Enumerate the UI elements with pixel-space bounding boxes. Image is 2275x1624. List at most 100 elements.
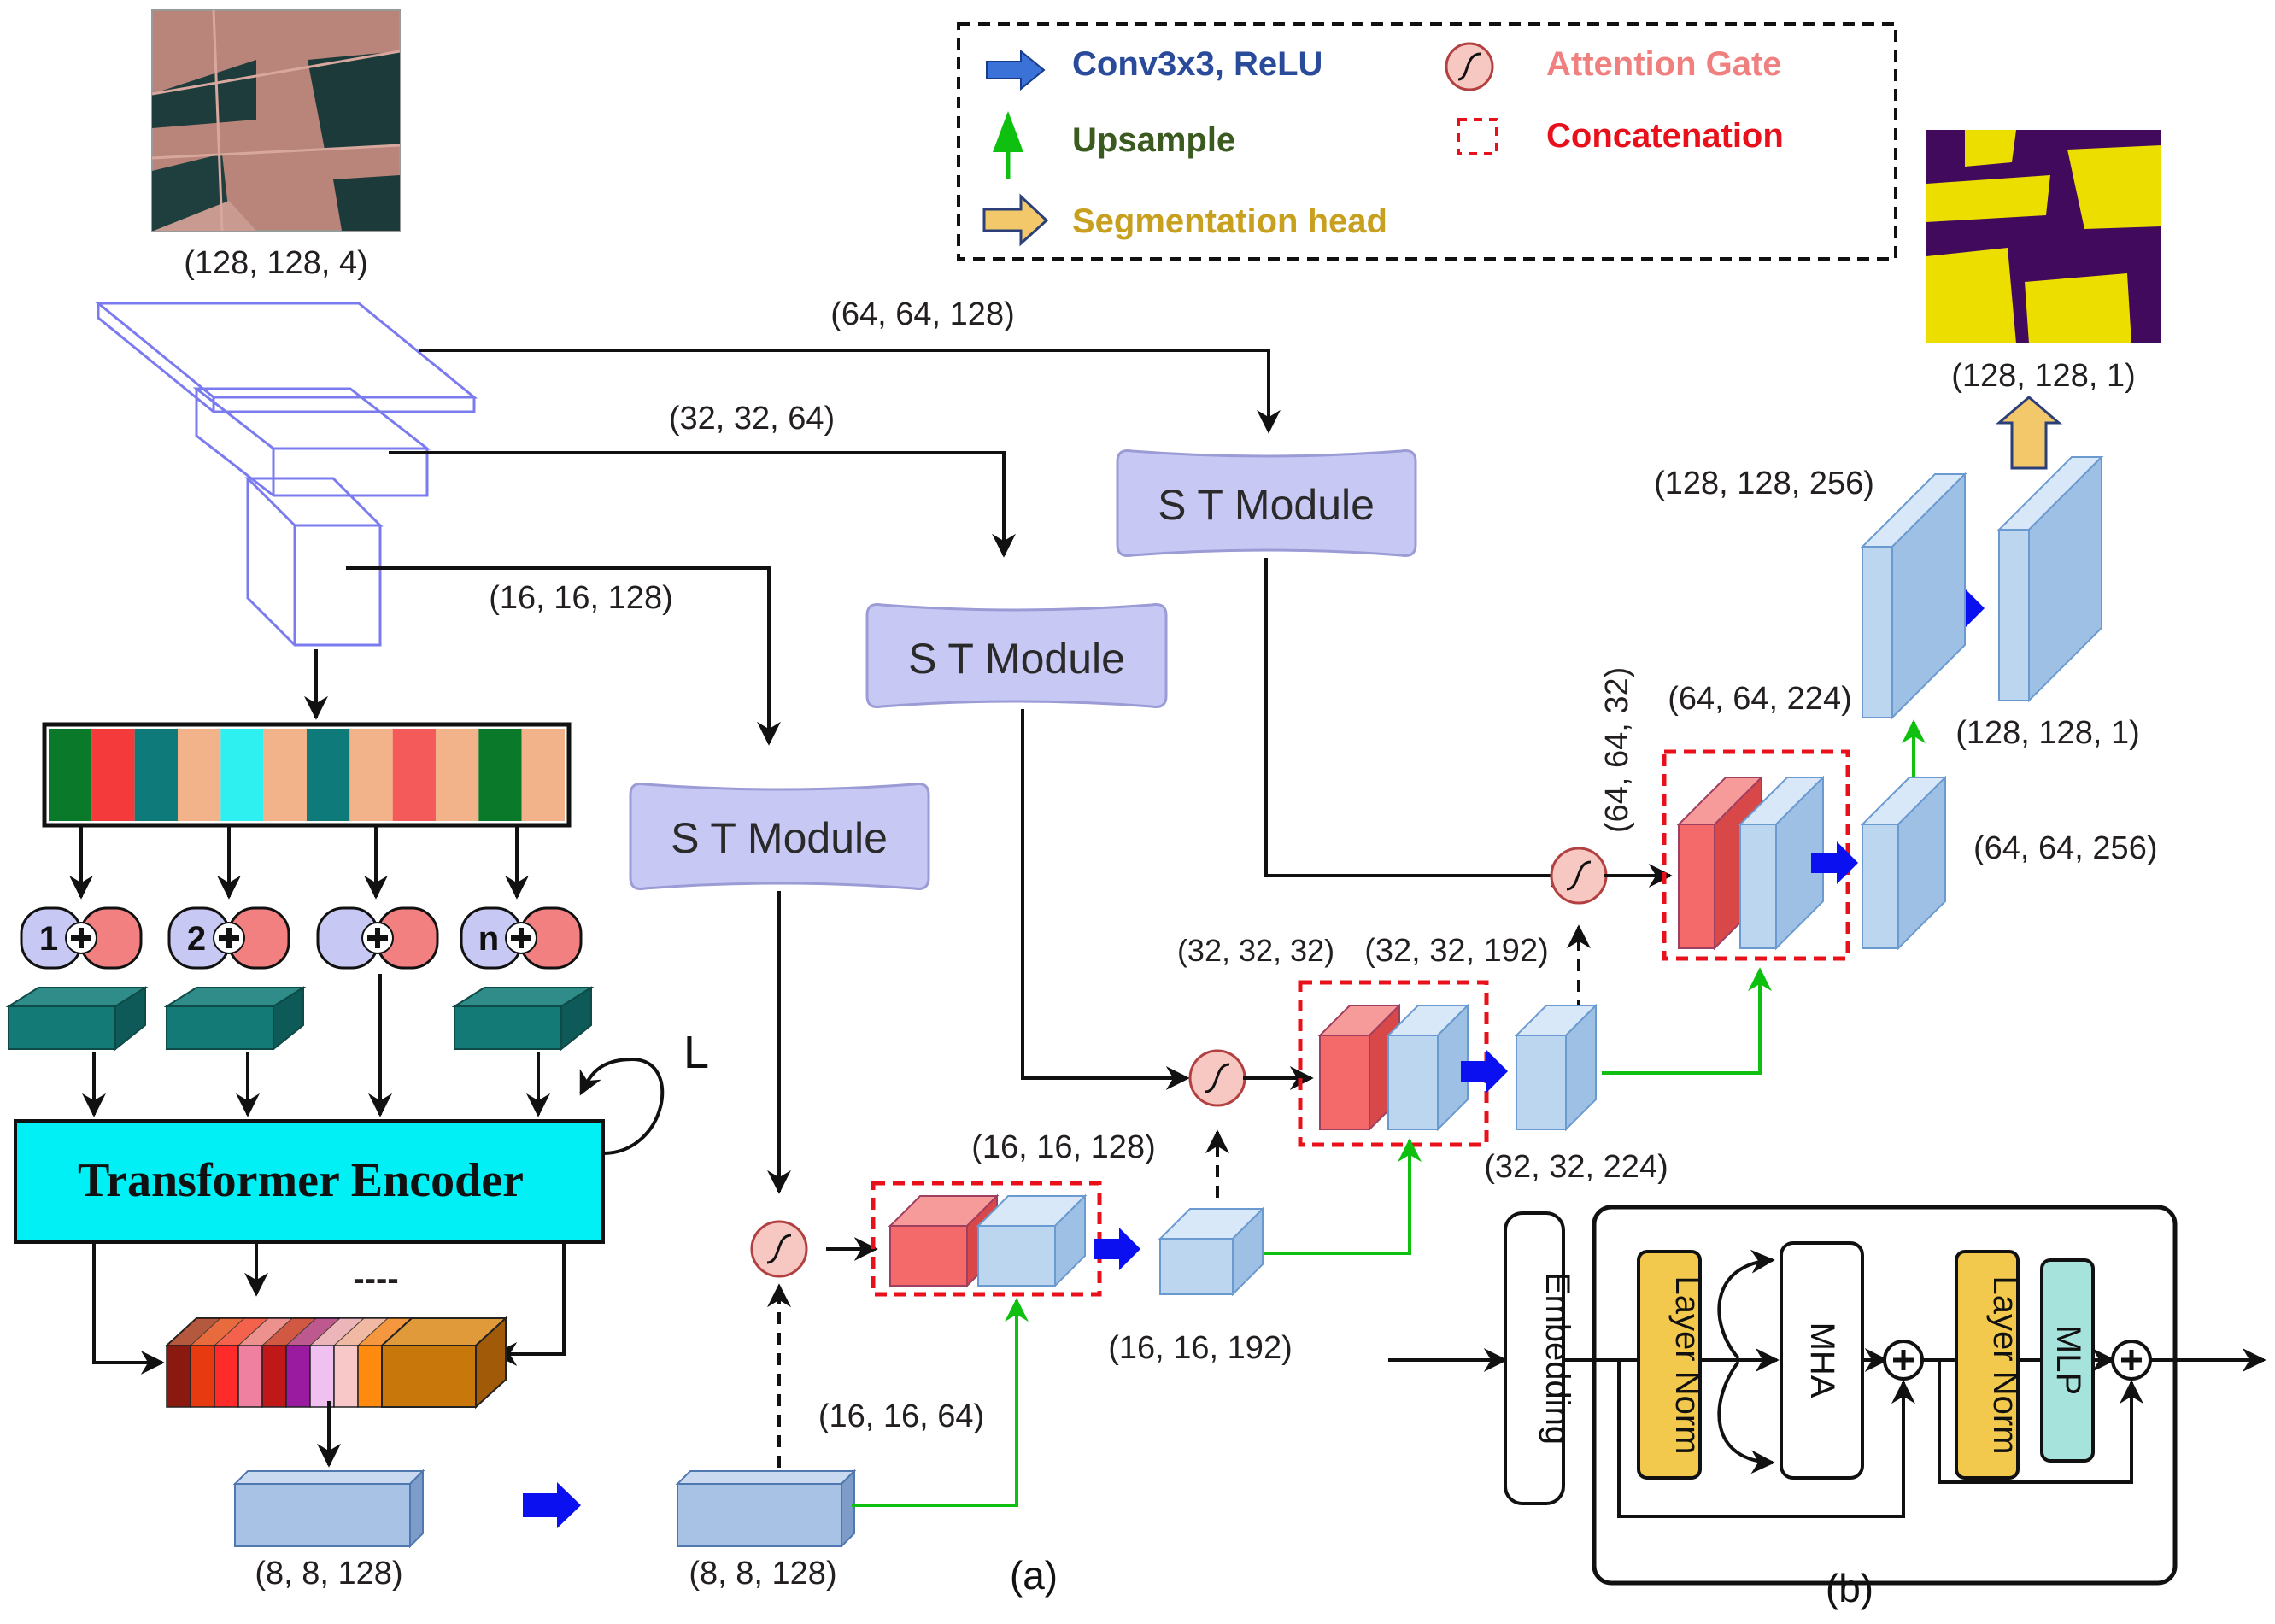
patch-stripe	[91, 729, 135, 821]
decoder-input-block	[675, 1469, 857, 1549]
up-128-label: (128, 128, 256)	[1654, 466, 1874, 501]
repeat-loop-arrow	[579, 1057, 665, 1155]
feature-slice	[166, 1345, 191, 1408]
skip-connections	[346, 349, 1281, 746]
st-module-32: S T Module	[865, 603, 1168, 708]
mha-label: MHA	[1803, 1322, 1841, 1398]
skip-label-64: (64, 64, 128)	[830, 296, 1014, 332]
panel-b-label: (b)	[1826, 1566, 1873, 1610]
transformer-encoder-label: Transformer Encoder	[78, 1154, 524, 1207]
out-16-label: (16, 16, 192)	[1108, 1330, 1292, 1366]
decoder-output-32	[1514, 1003, 1598, 1132]
skip-label-16: (16, 16, 128)	[489, 580, 672, 616]
skip-32-label: (32, 32, 32)	[1177, 933, 1334, 968]
attention-gate-icon	[1550, 847, 1608, 905]
upsampled-feature-cube	[1738, 775, 1826, 951]
seg-head-legend-icon	[982, 193, 1049, 247]
upsample-legend-icon	[993, 111, 1023, 179]
st-module-32-label: S T Module	[908, 635, 1125, 683]
conv-arrow-16	[1094, 1228, 1140, 1270]
feature-slice	[190, 1345, 215, 1408]
attention-gate-legend-icon	[1445, 42, 1494, 91]
patch-stripe	[478, 729, 522, 821]
st-module-16-label: S T Module	[671, 814, 888, 862]
patch-stripe	[436, 729, 479, 821]
final-output-128	[1996, 454, 2104, 703]
st-module-16: S T Module	[629, 783, 930, 890]
final-128-label: (128, 128, 1)	[1955, 715, 2139, 751]
legend-conv-label: Conv3x3, ReLU	[1072, 45, 1322, 83]
patch-stripe	[307, 729, 350, 821]
conv-arrow-64	[1811, 841, 1858, 884]
encoder-wireframe	[94, 302, 478, 647]
legend: Conv3x3, ReLU Upsample Segmentation head…	[957, 22, 1897, 261]
output-shape-label: (128, 128, 1)	[1951, 358, 2135, 394]
bottleneck-shape-label: (8, 8, 128)	[255, 1556, 402, 1592]
attention-gate-icon	[1188, 1049, 1246, 1107]
patch-stripe	[134, 729, 178, 821]
transformer-block-diagram: Embedding Layer Norm MHA Layer Norm MLP	[1388, 1205, 2266, 1586]
patch-embedding-bar	[42, 722, 572, 828]
out-64-label: (64, 64, 256)	[1973, 830, 2157, 866]
feature-slice	[357, 1345, 383, 1408]
conv-arrow-32	[1461, 1050, 1508, 1093]
attention-gate-icon	[750, 1220, 808, 1278]
patch-stripe	[263, 729, 307, 821]
projection-bar	[163, 986, 307, 1052]
token-pair: n	[460, 906, 583, 970]
layer-norm-1-label: Layer Norm	[1668, 1276, 1706, 1455]
token-pair: 2	[167, 906, 290, 970]
attention-gates	[750, 847, 1608, 1278]
position-token-pairs: 1 2 n	[20, 906, 583, 970]
legend-seghead-label: Segmentation head	[1072, 202, 1387, 240]
omitted-tokens-dashes: ----	[353, 1260, 398, 1298]
encoder-block-outline	[1592, 1205, 2178, 1586]
reshaped-feature-stack	[164, 1316, 508, 1410]
upsample-paths	[852, 719, 1926, 1507]
token-index: 2	[187, 920, 206, 958]
token-pair: 1	[20, 906, 143, 970]
panel-a-label: (a)	[1010, 1553, 1058, 1598]
layer-norm-1-box	[1637, 1250, 1702, 1480]
skip-label-32: (32, 32, 64)	[669, 401, 835, 437]
feature-slice	[333, 1345, 359, 1408]
token-index: 1	[39, 920, 58, 958]
layer-norm-2-label: Layer Norm	[1986, 1276, 2024, 1455]
legend-upsample-label: Upsample	[1072, 121, 1235, 159]
feature-slice	[214, 1345, 239, 1408]
out-32-label: (32, 32, 224)	[1484, 1149, 1668, 1185]
bottleneck-feature-block	[232, 1469, 425, 1549]
input-satellite-image	[151, 9, 401, 232]
patch-stripe	[49, 729, 92, 821]
feature-slice	[261, 1345, 287, 1408]
skip-16-label: (16, 16, 64)	[818, 1398, 984, 1434]
patch-stripe	[178, 729, 221, 821]
conv-arrow-bottleneck	[523, 1482, 581, 1528]
token-pair	[316, 906, 439, 970]
concatenation-legend-icon	[1457, 118, 1498, 155]
projection-bar	[451, 986, 595, 1052]
feature-slice	[285, 1345, 311, 1408]
patch-stripe	[392, 729, 436, 821]
decoder-output-16	[1158, 1206, 1265, 1297]
conv-legend-icon	[986, 49, 1046, 91]
legend-concat-label: Concatenation	[1546, 117, 1784, 155]
segmentation-head-arrow	[1995, 396, 2063, 470]
legend-attention-label: Attention Gate	[1546, 45, 1782, 83]
decoder-input-shape-label: (8, 8, 128)	[689, 1556, 836, 1592]
concat-32-label: (32, 32, 192)	[1364, 933, 1548, 969]
projection-bar	[5, 986, 149, 1052]
concat-64-label: (64, 64, 224)	[1668, 681, 1851, 717]
input-shape-label: (128, 128, 4)	[184, 245, 367, 281]
feature-slice	[309, 1345, 335, 1408]
mlp-label: MLP	[2049, 1325, 2087, 1395]
patch-stripe	[220, 729, 264, 821]
loop-count-label: L	[683, 1027, 709, 1078]
concat-16-label: (16, 16, 128)	[971, 1129, 1155, 1165]
token-index: n	[478, 920, 499, 958]
linear-projections	[5, 986, 595, 1052]
upsampled-feature-cube	[976, 1193, 1088, 1288]
skip-64-label: (64, 64, 32)	[1599, 667, 1635, 833]
skip-feature-cube	[1317, 1003, 1402, 1132]
